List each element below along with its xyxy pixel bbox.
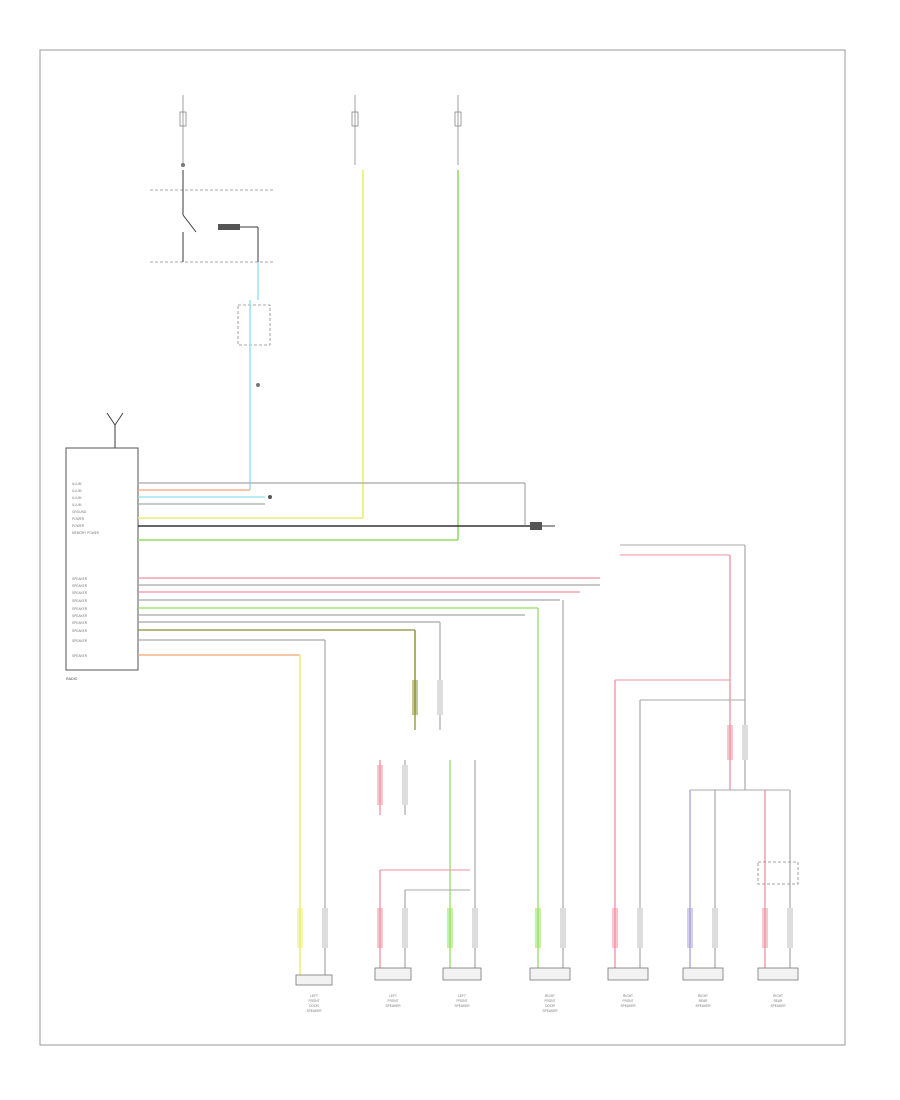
fuse-feed-middle — [351, 95, 359, 165]
speaker-label: SPEAKER — [385, 1004, 401, 1008]
radio-label: RADIO — [66, 677, 78, 681]
radio-pin-label: GROUND — [72, 510, 87, 514]
speaker-label: RIGHT — [623, 994, 633, 998]
radio-pin-label: ILLUM — [72, 482, 82, 486]
speaker-label: SPEAKER — [695, 1004, 711, 1008]
speaker-label: SPEAKER — [542, 1009, 558, 1013]
radio-pin-label: ILLUM — [72, 503, 82, 507]
fuse-feed-left — [179, 95, 187, 167]
speaker-label: RIGHT — [545, 994, 555, 998]
speaker-label: SPEAKER — [620, 1004, 636, 1008]
speaker-label: LEFT — [310, 994, 318, 998]
fuse-feed-right — [454, 95, 462, 165]
speaker-label: FRONT — [623, 999, 634, 1003]
speaker-label: FRONT — [457, 999, 468, 1003]
diagram-frame — [39, 49, 846, 1046]
speaker-label: FRONT — [309, 999, 320, 1003]
speaker-label: REAR — [699, 999, 709, 1003]
radio-pin-label: SPEAKER — [72, 591, 88, 595]
radio-pin-label: MEMORY POWER — [72, 531, 100, 535]
speaker-label: RIGHT — [773, 994, 783, 998]
illumination-feed — [237, 262, 271, 490]
speaker-label: LEFT — [458, 994, 466, 998]
speaker-rf-door — [529, 967, 571, 981]
radio-unit: RADIO — [65, 412, 139, 681]
speaker-label: DOOR — [309, 1004, 319, 1008]
radio-pin-label: ILLUM — [72, 496, 82, 500]
speaker-lf-door — [295, 974, 333, 986]
radio-pin-label: SPEAKER — [72, 654, 88, 658]
speaker-label: FRONT — [388, 999, 399, 1003]
speaker-label: RIGHT — [698, 994, 708, 998]
right-speaker-drops — [537, 544, 799, 975]
speaker-rr-tw — [757, 967, 799, 981]
radio-pin-label: SPEAKER — [72, 639, 88, 643]
speaker-label: LEFT — [389, 994, 397, 998]
left-center-fork — [379, 710, 476, 975]
speaker-rr — [682, 967, 724, 981]
speaker-label: DOOR — [545, 1004, 555, 1008]
speaker-lf-tw — [442, 967, 482, 981]
radio-pin-label: SPEAKER — [72, 577, 88, 581]
speaker-label: SPEAKER — [454, 1004, 470, 1008]
speaker-label: REAR — [774, 999, 784, 1003]
radio-pin-label: SPEAKER — [72, 607, 88, 611]
left-speaker-drops — [299, 622, 441, 975]
radio-pin-label: SPEAKER — [72, 629, 88, 633]
radio-pin-label: ILLUM — [72, 489, 82, 493]
radio-pin-label: SPEAKER — [72, 621, 88, 625]
radio-upper-wires — [138, 482, 555, 541]
radio-pin-label: SPEAKER — [72, 599, 88, 603]
radio-pin-label: POWER — [72, 517, 85, 521]
radio-pin-label: SPEAKER — [72, 584, 88, 588]
radio-speaker-wires — [138, 577, 600, 656]
speaker-rf-sub — [607, 967, 649, 981]
speaker-label: FRONT — [545, 999, 556, 1003]
speakers — [295, 967, 799, 986]
radio-pin-label: SPEAKER — [72, 614, 88, 618]
speaker-label: SPEAKER — [306, 1009, 322, 1013]
radio-pin-label: POWER — [72, 524, 85, 528]
speaker-lf-sub — [374, 967, 412, 981]
ignition-switch — [150, 170, 275, 263]
speaker-label: SPEAKER — [770, 1004, 786, 1008]
inline-connectors — [297, 680, 793, 948]
